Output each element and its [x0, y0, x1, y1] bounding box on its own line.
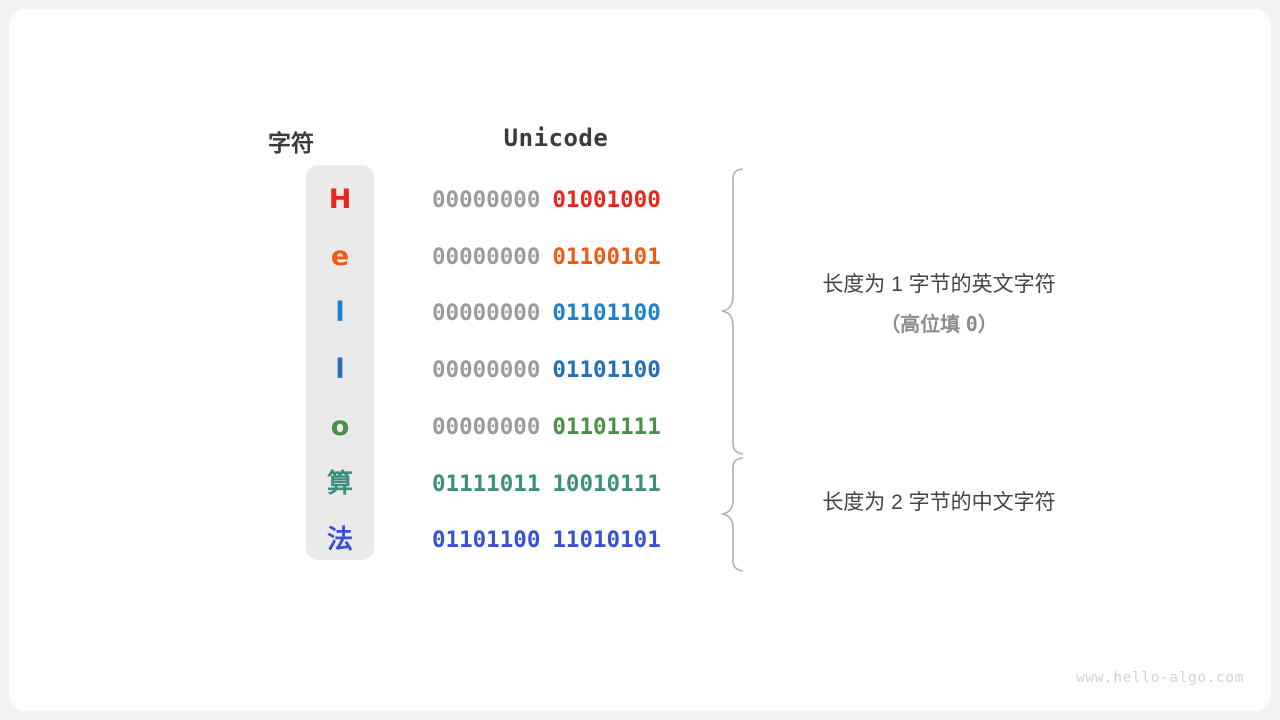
binary-low-byte: 10010111	[552, 470, 661, 497]
char-column-panel	[306, 165, 374, 560]
watermark: www.hello-algo.com	[1076, 670, 1244, 686]
char-cell: o	[330, 410, 350, 442]
binary-low-byte: 01101100	[552, 357, 661, 384]
char-cell: l	[335, 297, 345, 329]
binary-row: 01101100 11010101	[432, 520, 702, 560]
char-cell: e	[330, 240, 350, 272]
binary-row: 00000000 01100101	[432, 237, 702, 277]
annotation-one-byte-main: 长度为 1 字节的英文字符	[822, 273, 1056, 296]
binary-high-byte: 00000000	[432, 357, 541, 384]
binary-row: 00000000 01101100	[432, 350, 702, 390]
binary-high-byte: 00000000	[432, 243, 541, 270]
annotation-one-byte: 长度为 1 字节的英文字符 （高位填 0）	[709, 268, 1169, 337]
brace-one-byte-group	[720, 168, 744, 455]
binary-low-byte: 01101100	[552, 300, 661, 327]
binary-row: 00000000 01101111	[432, 407, 702, 447]
binary-row: 01111011 10010111	[432, 464, 702, 504]
binary-row: 00000000 01101100	[432, 293, 702, 333]
binary-row: 00000000 01001000	[432, 180, 702, 220]
annotation-sub-prefix: （高位填	[880, 314, 966, 336]
annotation-sub-suffix: ）	[977, 314, 998, 336]
brace-two-byte-group	[720, 457, 744, 572]
annotation-sub-value: 0	[965, 312, 978, 336]
binary-low-byte: 01101111	[552, 413, 661, 440]
binary-high-byte: 01101100	[432, 527, 541, 554]
unicode-column-header: Unicode	[503, 124, 609, 152]
char-column-header: 字符	[268, 130, 314, 156]
binary-high-byte: 01111011	[432, 470, 541, 497]
char-cell: 算	[326, 468, 353, 499]
annotation-two-byte-main: 长度为 2 字节的中文字符	[822, 491, 1056, 514]
binary-high-byte: 00000000	[432, 300, 541, 327]
char-cell: H	[328, 184, 352, 215]
binary-low-byte: 01001000	[552, 187, 661, 213]
char-cell: 法	[326, 525, 353, 556]
binary-high-byte: 00000000	[432, 413, 541, 440]
binary-low-byte: 01100101	[552, 243, 661, 270]
annotation-one-byte-sub: （高位填 0）	[709, 308, 1169, 337]
binary-high-byte: 00000000	[432, 187, 541, 213]
char-cell: l	[335, 354, 345, 386]
annotation-two-byte: 长度为 2 字节的中文字符	[709, 486, 1169, 516]
binary-low-byte: 11010101	[552, 527, 661, 554]
